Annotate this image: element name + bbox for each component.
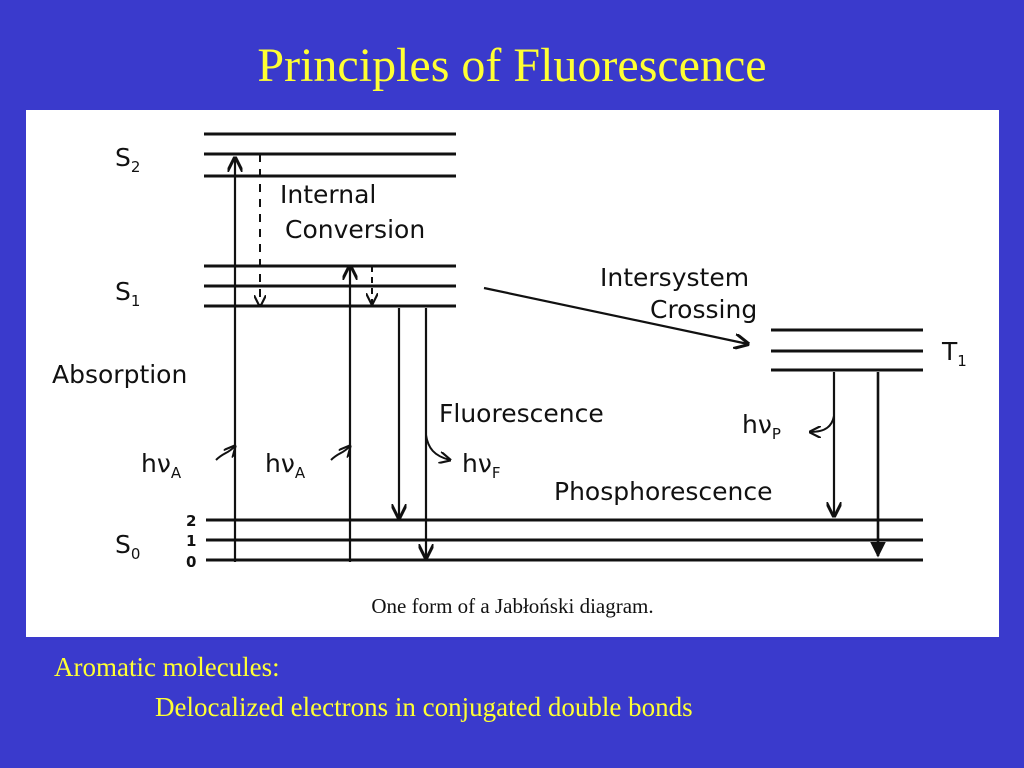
t1-levels [771, 328, 923, 372]
absorption-arrows [235, 158, 350, 562]
jablonski-diagram: S2 S1 S0 T1 2 1 0 Internal Conversion In… [52, 132, 967, 571]
state-label-t1: T1 [941, 337, 967, 370]
note-heading: Aromatic molecules: [54, 652, 280, 682]
s1-levels [204, 264, 456, 308]
phosphorescence-label: Phosphorescence [554, 477, 772, 506]
internal-conversion-arrows [260, 154, 372, 306]
diagram-caption: One form of a Jabłoński diagram. [371, 594, 654, 618]
s2-levels [204, 132, 456, 178]
s0-levels [206, 518, 923, 562]
fluorescence-label: Fluorescence [439, 399, 604, 428]
phosphorescence-arrows [834, 372, 886, 558]
photon-squiggle-absorption-2 [330, 446, 350, 461]
photon-label-fluorescence: hνF [462, 449, 500, 482]
photon-squiggle-absorption-1 [215, 446, 235, 461]
note-detail: Delocalized electrons in conjugated doub… [155, 692, 693, 722]
internal-conversion-label-line2: Conversion [285, 215, 425, 244]
state-label-s0: S0 [115, 530, 140, 563]
state-label-s2: S2 [115, 143, 140, 176]
intersystem-crossing-arrow [483, 286, 748, 344]
absorption-label: Absorption [52, 360, 187, 389]
photon-squiggle-phosphorescence [810, 415, 835, 432]
photon-squiggles [215, 415, 835, 461]
vibrational-level-label: 1 [186, 532, 196, 550]
intersystem-crossing-label-line1: Intersystem [600, 263, 749, 292]
slide-title: Principles of Fluorescence [257, 39, 767, 92]
jablonski-diagram-panel: S2 S1 S0 T1 2 1 0 Internal Conversion In… [26, 110, 999, 637]
photon-label-phosphorescence: hνP [742, 410, 781, 443]
vibrational-level-label: 2 [186, 512, 196, 530]
vibrational-level-label: 0 [186, 553, 196, 571]
fluorescence-arrows [399, 308, 426, 558]
photon-squiggle-fluorescence [425, 434, 450, 460]
photon-label-absorption-1: hνA [141, 449, 182, 482]
internal-conversion-label-line1: Internal [280, 180, 376, 209]
state-label-s1: S1 [115, 277, 140, 310]
photon-label-absorption-2: hνA [265, 449, 306, 482]
intersystem-crossing-label-line2: Crossing [650, 295, 757, 324]
